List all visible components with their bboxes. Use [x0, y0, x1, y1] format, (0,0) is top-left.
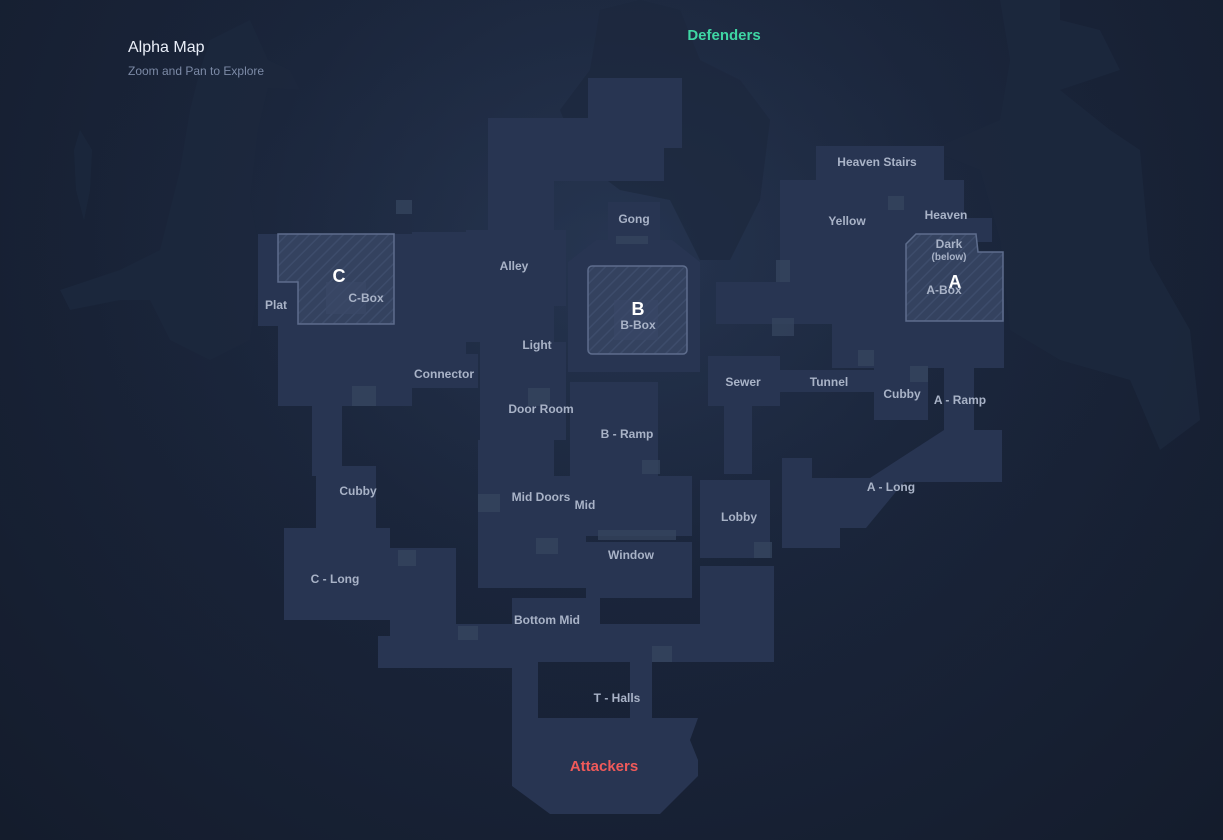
defenders-label: Defenders: [687, 27, 760, 44]
callout-b-box: B-Box: [620, 318, 656, 332]
map-subtitle: Zoom and Pan to Explore: [128, 64, 265, 78]
callouts: Heaven Stairs Gong Yellow Heaven Dark (b…: [265, 155, 986, 705]
callout-yellow: Yellow: [828, 214, 866, 228]
callout-b-ramp: B - Ramp: [601, 427, 654, 441]
callout-heaven: Heaven: [925, 208, 968, 222]
callout-door-room: Door Room: [508, 402, 573, 416]
callout-bottom-mid: Bottom Mid: [514, 613, 580, 627]
site-a-letter: A: [949, 272, 962, 292]
callout-tunnel: Tunnel: [810, 375, 848, 389]
attackers-label: Attackers: [570, 758, 638, 775]
callout-heaven-stairs: Heaven Stairs: [837, 155, 917, 169]
map-header: Alpha Map Zoom and Pan to Explore: [128, 38, 264, 78]
site-c[interactable]: C C-Box: [277, 233, 395, 325]
site-b-letter: B: [632, 299, 645, 319]
callout-cubby-a: Cubby: [883, 387, 921, 401]
callout-mid: Mid: [575, 498, 596, 512]
callout-cubby-c: Cubby: [339, 484, 377, 498]
callout-a-long: A - Long: [867, 480, 915, 494]
callout-dark-note: (below): [932, 252, 967, 263]
callout-a-ramp: A - Ramp: [934, 393, 986, 407]
callout-window: Window: [608, 548, 655, 562]
site-c-letter: C: [333, 266, 346, 286]
callout-plat: Plat: [265, 298, 287, 312]
callout-t-halls: T - Halls: [594, 691, 641, 705]
callout-a-box: A-Box: [926, 283, 962, 297]
callout-c-box: C-Box: [348, 291, 384, 305]
callout-alley: Alley: [500, 259, 529, 273]
callout-gong: Gong: [618, 212, 649, 226]
callout-light: Light: [522, 338, 551, 352]
callout-c-long: C - Long: [311, 572, 360, 586]
callout-sewer: Sewer: [725, 375, 761, 389]
map-title: Alpha Map: [128, 39, 205, 56]
callout-lobby: Lobby: [721, 510, 757, 524]
callout-connector: Connector: [414, 367, 474, 381]
site-b[interactable]: B B-Box: [587, 265, 688, 355]
callout-dark: Dark: [936, 237, 963, 251]
site-a[interactable]: A A-Box: [905, 233, 1004, 322]
callout-mid-doors: Mid Doors: [512, 490, 571, 504]
